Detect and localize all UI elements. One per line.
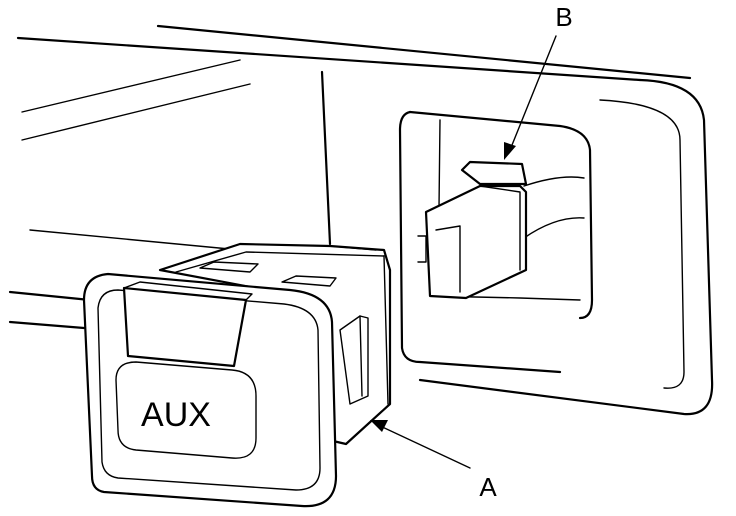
callout-label-a: A: [479, 472, 497, 502]
callout-lines: [370, 35, 557, 469]
aux-caption: AUX: [141, 396, 211, 434]
connector-icon: [417, 160, 585, 300]
callout-b-arrowhead: [504, 142, 516, 160]
dashboard-panel: [8, 24, 714, 416]
callout-a-arrowhead: [370, 420, 388, 432]
aux-switch-icon: AUX: [82, 272, 338, 508]
callout-label-b: B: [555, 2, 572, 32]
